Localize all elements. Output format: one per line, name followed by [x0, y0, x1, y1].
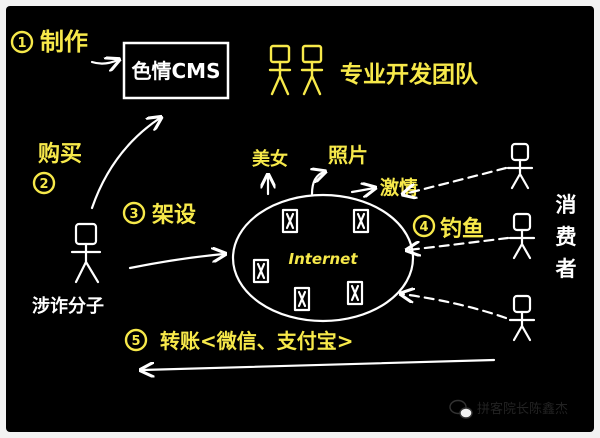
step5-label: 转账<微信、支付宝>	[160, 329, 354, 353]
consumers-label-char-3: 者	[556, 257, 577, 281]
server-4-icon	[293, 286, 311, 312]
criminal-label: 涉诈分子	[32, 296, 104, 317]
lure-lust: 激情	[380, 176, 418, 199]
step1-number: 1	[17, 36, 26, 51]
step2-label: 购买	[38, 141, 82, 167]
arrow-buy	[90, 118, 160, 210]
step4-group: 4 钓鱼	[412, 214, 484, 242]
wechat-icon	[449, 399, 473, 419]
step1-number-circle	[10, 30, 34, 54]
watermark: 拼客院长陈鑫杰	[449, 399, 568, 419]
dashed-arrow-consumer2	[408, 236, 510, 250]
step3-group: 3 架设	[122, 201, 196, 228]
consumer-figure-3-icon	[508, 294, 536, 342]
arrow-to-lust	[350, 188, 374, 192]
arrow-transfer	[142, 358, 496, 370]
server-1-icon	[281, 208, 299, 234]
lure-beauty: 美女	[252, 148, 288, 170]
server-2-icon	[352, 208, 370, 234]
step1-label: 制作	[40, 28, 88, 56]
step3-number-circle	[122, 201, 146, 225]
step5-number: 5	[131, 334, 140, 349]
arrow-step1-to-cms	[90, 60, 118, 64]
internet-label: Internet	[288, 250, 358, 268]
dashed-arrow-consumer1	[404, 166, 508, 194]
step4-label: 钓鱼	[440, 216, 484, 242]
dev-team-figures	[268, 44, 324, 96]
step2-number: 2	[39, 177, 48, 192]
cms-box-border	[122, 41, 230, 100]
step2-number-circle	[32, 171, 56, 195]
server-3-icon	[252, 258, 270, 284]
consumer-figure-2-icon	[508, 212, 536, 260]
team-figure-2-icon	[300, 44, 324, 96]
dashed-arrow-consumer3	[402, 294, 508, 320]
consumers-label-char-2: 费	[556, 225, 577, 249]
step5-number-circle	[124, 328, 148, 352]
step4-number: 4	[419, 220, 428, 235]
step5-group: 5 转账<微信、支付宝>	[124, 328, 354, 353]
team-label: 专业开发团队	[340, 61, 479, 88]
servers	[252, 208, 370, 312]
arrow-setup	[128, 254, 224, 270]
step4-number-circle	[412, 214, 436, 238]
step3-number: 3	[129, 207, 138, 222]
step3-label: 架设	[152, 202, 196, 228]
internet-ellipse	[231, 193, 415, 323]
arrow-to-photos	[312, 172, 324, 196]
lure-photos: 照片	[328, 143, 368, 167]
watermark-text: 拼客院长陈鑫杰	[477, 401, 568, 417]
team-figure-1-icon	[268, 44, 292, 96]
cms-box-label: 色情CMS	[132, 59, 221, 83]
blackboard	[6, 6, 594, 432]
server-5-icon	[346, 280, 364, 306]
step2-group: 2	[32, 171, 56, 195]
consumers-label: 消 费 者	[556, 193, 577, 281]
cms-box: 色情CMS	[122, 41, 230, 100]
consumers-label-char-1: 消	[556, 193, 577, 217]
consumer-figure-1-icon	[506, 142, 534, 190]
criminal-figure-icon	[70, 222, 102, 284]
step1-group: 1 制作	[10, 28, 88, 56]
